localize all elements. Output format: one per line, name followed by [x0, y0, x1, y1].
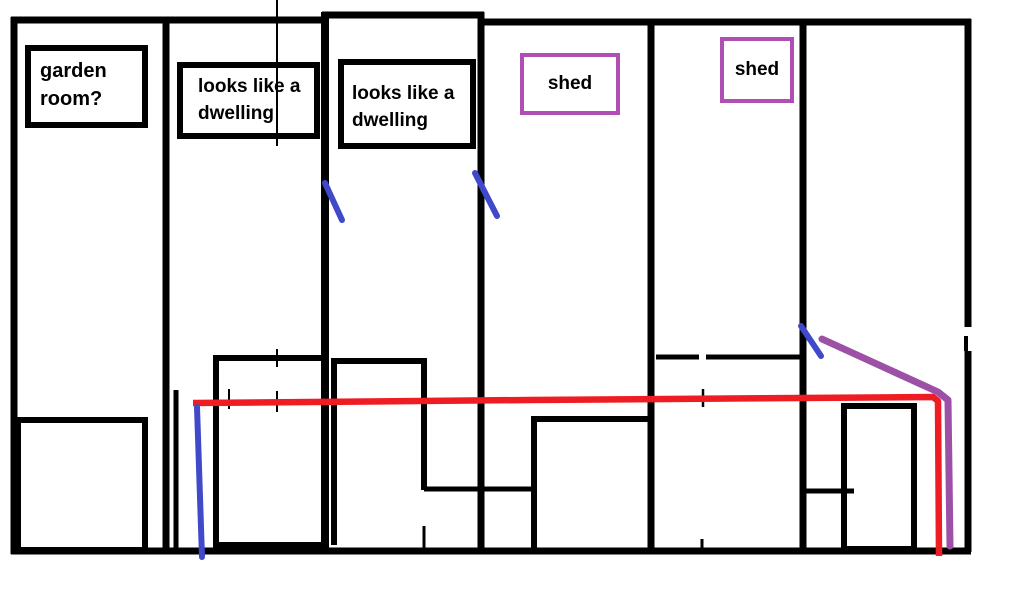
blue-vertical-mark	[194, 404, 205, 560]
purple-route-line	[818, 335, 954, 550]
dwelling-label-box-right: looks like a dwelling	[338, 59, 476, 149]
blue-diagonal-mark-2	[472, 170, 500, 219]
dwelling-label-box-left: looks like a dwelling	[177, 62, 320, 139]
building-plot-6	[841, 403, 917, 552]
building-plot-2	[213, 355, 325, 552]
dwelling-label-left: looks like a dwelling	[198, 76, 301, 124]
garden-room-label-box: garden room?	[25, 45, 148, 128]
building-plot-3	[331, 358, 427, 545]
building-plot-4	[531, 416, 651, 550]
shed-label-box-left: shed	[520, 53, 620, 115]
shed-label-right: shed	[734, 59, 780, 80]
garden-room-label: garden room?	[40, 60, 107, 110]
dwelling-label-right: looks like a dwelling	[352, 83, 455, 131]
building-plot-1	[15, 417, 148, 553]
blue-diagonal-mark-3	[798, 323, 824, 359]
red-route-line	[192, 393, 943, 557]
shed-label-box-right: shed	[720, 37, 794, 103]
shed-label-left: shed	[547, 73, 593, 94]
blue-diagonal-mark-1	[322, 180, 345, 223]
